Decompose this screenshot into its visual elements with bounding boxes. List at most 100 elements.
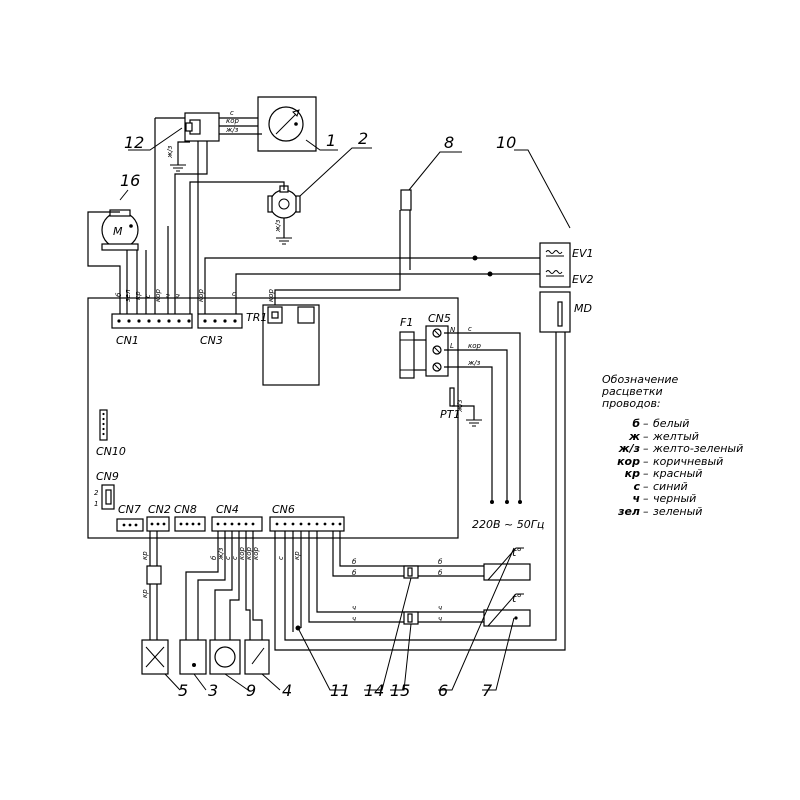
- svg-text:кр: кр: [141, 589, 149, 598]
- f1-label: F1: [400, 316, 413, 329]
- terminal-cn5: CN5 N L: [425, 312, 456, 377]
- cn5-pin-n: N: [450, 326, 456, 334]
- wire-color-legend: Обозначение расцветки проводов: б–белый …: [590, 374, 780, 518]
- cn2-label: CN2: [148, 503, 171, 516]
- callout-16: 16: [120, 171, 140, 190]
- ev1-label: EV1: [572, 247, 593, 260]
- svg-text:кор: кор: [226, 117, 240, 125]
- svg-text:кор: кор: [245, 546, 253, 560]
- svg-text:кор: кор: [238, 546, 246, 560]
- svg-text:зел: зел: [124, 289, 132, 302]
- legend-item: кр–красный: [624, 467, 703, 481]
- cn8-label: CN8: [174, 503, 197, 516]
- svg-text:б: б: [115, 292, 123, 297]
- legend-item: б–белый: [632, 417, 690, 431]
- callout-6: 6: [438, 681, 448, 700]
- legend-title: Обозначение расцветки проводов:: [602, 373, 679, 410]
- md-label: MD: [574, 302, 592, 315]
- cn6-label: CN6: [272, 503, 295, 516]
- connector-15: [403, 611, 419, 625]
- callout-numbers: 1 2 3 4 5 6 7 8 9 10 11 12 14 15 16: [120, 129, 516, 700]
- fan-motor-16: M: [101, 209, 139, 251]
- callout-15: 15: [390, 681, 410, 700]
- callout-8: 8: [444, 133, 454, 152]
- component-2: [267, 185, 301, 219]
- legend-item: зел–зеленый: [618, 504, 703, 518]
- svg-text:ж/з: ж/з: [166, 145, 174, 159]
- wires: [87, 117, 566, 651]
- connector-cn10: CN10: [96, 409, 126, 458]
- component-9: [209, 639, 241, 675]
- component-4: [244, 639, 270, 675]
- svg-text:ч: ч: [352, 615, 356, 623]
- callout-7: 7: [482, 681, 493, 700]
- svg-text:б: б: [438, 569, 443, 577]
- legend-item: ч–черный: [632, 492, 697, 506]
- cn1-label: CN1: [116, 334, 139, 347]
- callout-11: 11: [330, 681, 350, 700]
- component-1: [257, 96, 317, 152]
- connector-cn9: CN9 2 1: [94, 470, 119, 510]
- svg-text:б: б: [438, 558, 443, 566]
- svg-text:кор: кор: [197, 288, 205, 302]
- component-8: [400, 189, 412, 211]
- tr1-label: TR1: [246, 311, 267, 324]
- cn5-label: CN5: [428, 312, 451, 325]
- connector-cn1: CN1: [111, 313, 193, 347]
- svg-text:с: с: [224, 556, 232, 560]
- callout-4: 4: [282, 681, 292, 700]
- svg-text:кр: кр: [293, 551, 301, 560]
- sensor-6-mark: t°: [512, 546, 522, 559]
- svg-text:с: с: [144, 294, 152, 298]
- ev2-label: EV2: [572, 273, 593, 286]
- svg-text:кр: кр: [134, 291, 142, 300]
- cn7-label: CN7: [118, 503, 141, 516]
- cn10-label: CN10: [96, 445, 126, 458]
- svg-text:с: с: [230, 109, 234, 117]
- connector-cn4: CN4: [211, 503, 263, 532]
- svg-text:ч: ч: [438, 615, 442, 623]
- svg-text:б: б: [352, 558, 357, 566]
- pt1-label: PT1: [440, 408, 460, 421]
- temp-sensor-7: t°: [483, 592, 531, 627]
- cn9-label: CN9: [96, 470, 119, 483]
- callout-2: 2: [358, 129, 368, 148]
- callout-9: 9: [246, 681, 256, 700]
- svg-text:кр: кр: [141, 551, 149, 560]
- legend-table: б–белый ж–желтый ж/з–желто-зеленый кор–к…: [590, 418, 743, 518]
- motor-label: M: [113, 225, 123, 238]
- svg-text:ч: ч: [164, 294, 172, 298]
- wire-color-tags: с кор ж/з ж/з ж/з б зел кр с кор ч ч кор…: [115, 109, 482, 623]
- legend-item: ж/з–желто-зеленый: [618, 442, 744, 456]
- connector-cn2: CN2: [146, 503, 171, 532]
- svg-text:с: с: [232, 290, 236, 298]
- svg-text:ч: ч: [352, 604, 356, 612]
- power-frequency: ~ 50Гц: [504, 518, 544, 531]
- svg-text:ж/з: ж/з: [225, 126, 239, 134]
- legend-item: ж–желтый: [629, 429, 699, 443]
- cn3-label: CN3: [200, 334, 223, 347]
- cn9-pin-1: 1: [94, 500, 98, 508]
- svg-text:ч: ч: [438, 604, 442, 612]
- callout-1: 1: [326, 131, 336, 150]
- valve-block-ev: EV1 EV2: [539, 242, 593, 288]
- svg-text:ж/з: ж/з: [467, 359, 481, 367]
- svg-text:кор: кор: [468, 342, 482, 350]
- component-5: [141, 639, 169, 675]
- svg-text:ч: ч: [174, 294, 182, 298]
- callout-14: 14: [364, 681, 384, 700]
- component-3: [179, 639, 207, 675]
- svg-text:б: б: [210, 555, 218, 560]
- cn5-pin-l: L: [450, 342, 454, 350]
- transformer-tr1: TR1: [246, 304, 320, 386]
- sensor-7-mark: t°: [512, 592, 522, 605]
- connector-cn8: CN8: [174, 503, 206, 532]
- svg-text:ж/з: ж/з: [274, 219, 282, 233]
- power-voltage: 220В: [472, 518, 501, 531]
- callout-3: 3: [208, 681, 218, 700]
- cn9-pin-2: 2: [94, 489, 99, 497]
- callout-5: 5: [178, 681, 188, 700]
- connector-cn6: CN6: [269, 503, 345, 532]
- callout-leaders: [119, 127, 571, 691]
